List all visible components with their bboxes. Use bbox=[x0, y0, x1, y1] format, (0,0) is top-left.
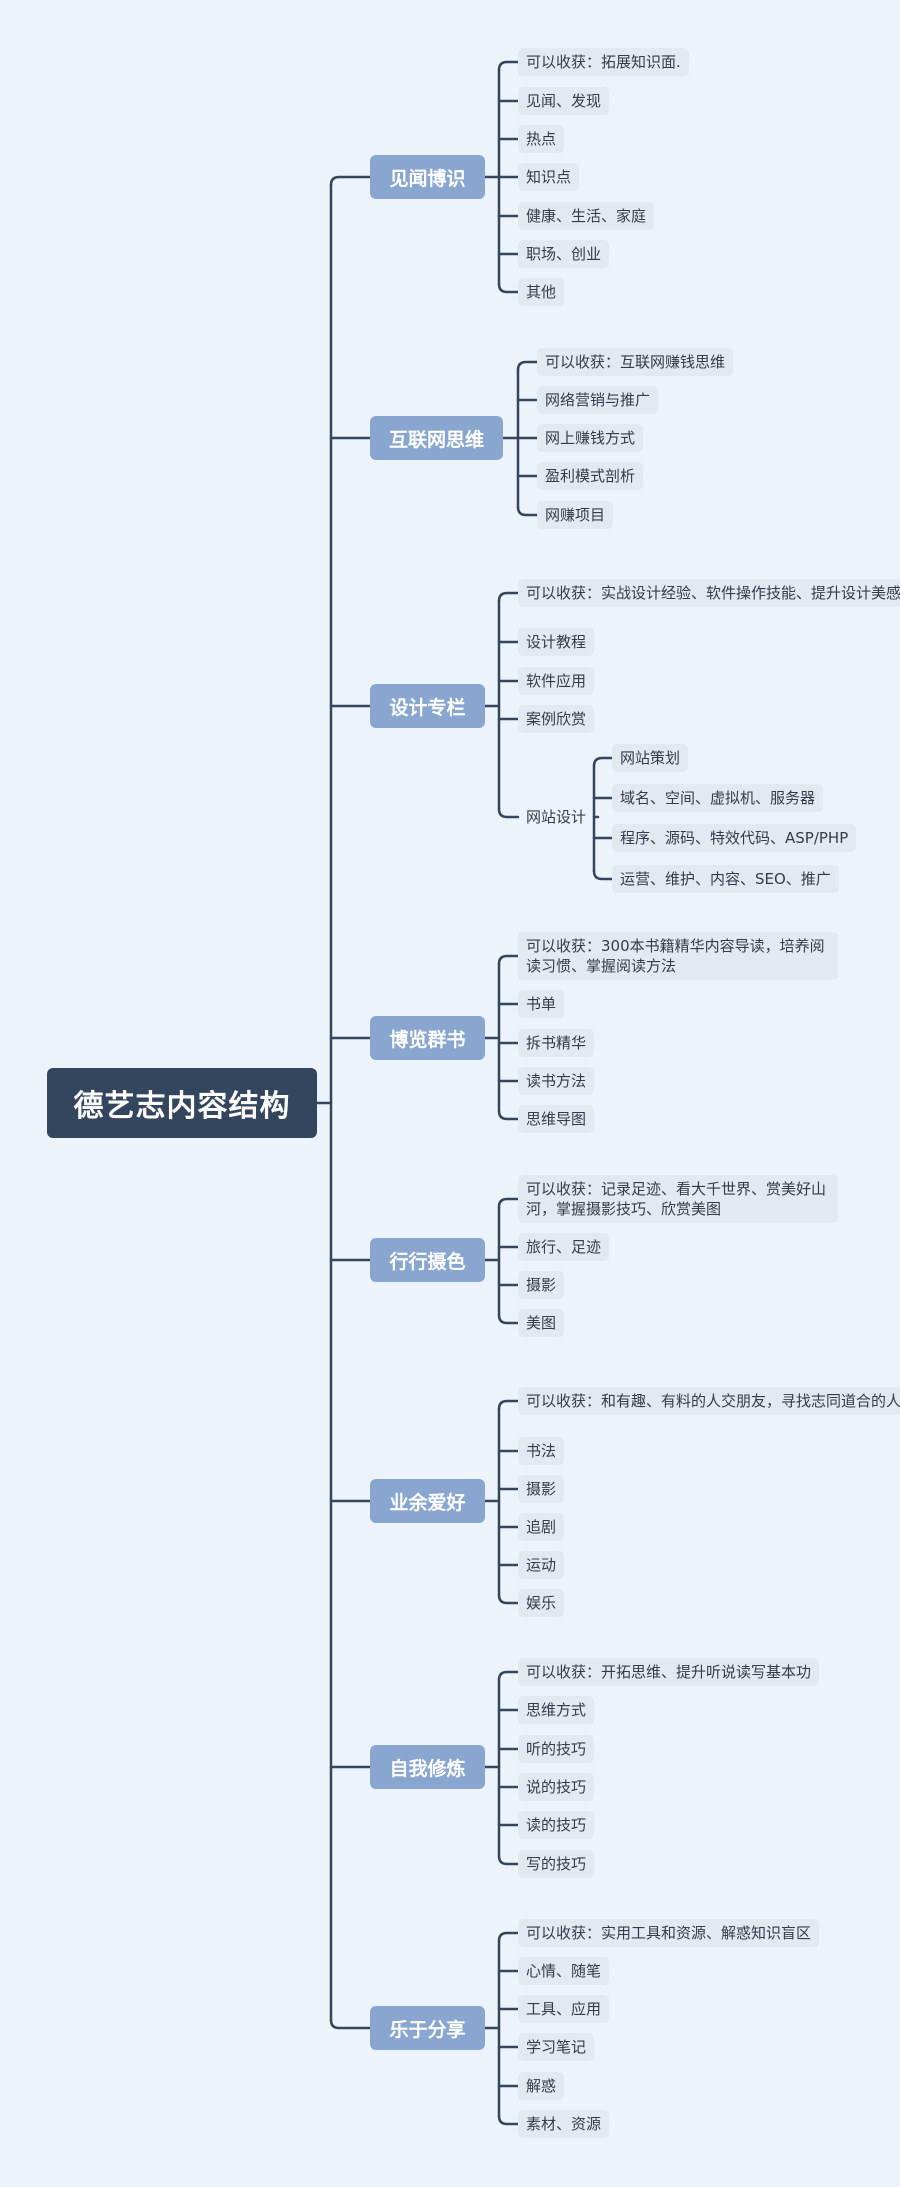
leaf-node[interactable]: 说的技巧 bbox=[518, 1773, 595, 1801]
branch-7-stub-5 bbox=[497, 2114, 520, 2126]
branch-7-stub-0 bbox=[497, 1931, 520, 1943]
leaf-node[interactable]: 素材、资源 bbox=[518, 2110, 610, 2138]
leaf-node[interactable]: 追剧 bbox=[518, 1513, 565, 1541]
branch-3-stub-4 bbox=[497, 1109, 520, 1121]
leaf-node[interactable]: 可以收获：开拓思维、提升听说读写基本功 bbox=[518, 1658, 820, 1686]
leaf-node[interactable]: 可以收获：拓展知识面. bbox=[518, 48, 689, 76]
leaf-node[interactable]: 写的技巧 bbox=[518, 1850, 595, 1878]
leaf-node[interactable]: 学习笔记 bbox=[518, 2033, 595, 2061]
branch-5-stub-5 bbox=[497, 1593, 520, 1605]
leaf-node[interactable]: 工具、应用 bbox=[518, 1995, 610, 2023]
branch-node[interactable]: 互联网思维 bbox=[370, 416, 503, 460]
leaf-node[interactable]: 思维导图 bbox=[518, 1105, 595, 1133]
leaf-node[interactable]: 书法 bbox=[518, 1437, 565, 1465]
leaf-node[interactable]: 摄影 bbox=[518, 1475, 565, 1503]
leaf-node[interactable]: 拆书精华 bbox=[518, 1029, 595, 1057]
branch-node[interactable]: 行行摄色 bbox=[370, 1238, 485, 1282]
leaf-node[interactable]: 网赚项目 bbox=[537, 501, 614, 529]
leaf-node[interactable]: 旅行、足迹 bbox=[518, 1233, 610, 1261]
leaf-node[interactable]: 其他 bbox=[518, 278, 565, 306]
leaf-node[interactable]: 可以收获：记录足迹、看大千世界、赏美好山河，掌握摄影技巧、欣赏美图 bbox=[518, 1175, 838, 1223]
leaf-node[interactable]: 娱乐 bbox=[518, 1589, 565, 1617]
sub-branch-node[interactable]: 网站设计 bbox=[526, 808, 587, 826]
leaf-node[interactable]: 运动 bbox=[518, 1551, 565, 1579]
branch-node[interactable]: 业余爱好 bbox=[370, 1479, 485, 1523]
leaf-node[interactable]: 读书方法 bbox=[518, 1067, 595, 1095]
sub-leaf-node[interactable]: 域名、空间、虚拟机、服务器 bbox=[612, 784, 824, 812]
leaf-node[interactable]: 可以收获：互联网赚钱思维 bbox=[537, 348, 734, 376]
leaf-node[interactable]: 网上赚钱方式 bbox=[537, 424, 644, 452]
branch-node[interactable]: 博览群书 bbox=[370, 1016, 485, 1060]
branch-node[interactable]: 乐于分享 bbox=[370, 2006, 485, 2050]
leaf-node[interactable]: 见闻、发现 bbox=[518, 87, 610, 115]
leaf-node[interactable]: 可以收获：实战设计经验、软件操作技能、提升设计美感； bbox=[518, 579, 900, 607]
branch-1-stub-4 bbox=[516, 505, 539, 517]
leaf-node[interactable]: 摄影 bbox=[518, 1271, 565, 1299]
sub-2-stub-0 bbox=[592, 756, 614, 768]
leaf-node[interactable]: 听的技巧 bbox=[518, 1735, 595, 1763]
leaf-node[interactable]: 健康、生活、家庭 bbox=[518, 202, 655, 230]
leaf-node[interactable]: 软件应用 bbox=[518, 667, 595, 695]
leaf-node[interactable]: 可以收获：和有趣、有料的人交朋友，寻找志同道合的人 bbox=[518, 1387, 900, 1415]
branch-0-stub-0 bbox=[497, 60, 520, 72]
leaf-node[interactable]: 读的技巧 bbox=[518, 1811, 595, 1839]
branch-2-stub-4 bbox=[497, 807, 520, 819]
leaf-node[interactable]: 思维方式 bbox=[518, 1696, 595, 1724]
trunk-stub-7 bbox=[329, 2018, 372, 2030]
branch-1-stub-0 bbox=[516, 360, 539, 372]
branch-4-stub-0 bbox=[497, 1197, 520, 1209]
branch-0-stub-6 bbox=[497, 282, 520, 294]
leaf-node[interactable]: 美图 bbox=[518, 1309, 565, 1337]
leaf-node[interactable]: 设计教程 bbox=[518, 628, 595, 656]
sub-leaf-node[interactable]: 网站策划 bbox=[612, 744, 689, 772]
leaf-node[interactable]: 知识点 bbox=[518, 163, 580, 191]
branch-5-stub-0 bbox=[497, 1399, 520, 1411]
leaf-node[interactable]: 心情、随笔 bbox=[518, 1957, 610, 1985]
branch-3-stub-0 bbox=[497, 954, 520, 966]
leaf-node[interactable]: 可以收获：300本书籍精华内容导读，培养阅读习惯、掌握阅读方法 bbox=[518, 932, 838, 980]
leaf-node[interactable]: 解惑 bbox=[518, 2072, 565, 2100]
branch-4-stub-3 bbox=[497, 1313, 520, 1325]
branch-node[interactable]: 设计专栏 bbox=[370, 684, 485, 728]
leaf-node[interactable]: 职场、创业 bbox=[518, 240, 610, 268]
sub-leaf-node[interactable]: 程序、源码、特效代码、ASP/PHP bbox=[612, 824, 857, 852]
branch-6-stub-5 bbox=[497, 1854, 520, 1866]
leaf-node[interactable]: 网络营销与推广 bbox=[537, 386, 659, 414]
leaf-node[interactable]: 盈利模式剖析 bbox=[537, 462, 644, 490]
trunk-stub-0 bbox=[329, 175, 372, 187]
branch-2-stub-0 bbox=[497, 591, 520, 603]
sub-leaf-node[interactable]: 运营、维护、内容、SEO、推广 bbox=[612, 865, 839, 893]
leaf-node[interactable]: 书单 bbox=[518, 990, 565, 1018]
leaf-node[interactable]: 热点 bbox=[518, 125, 565, 153]
root-node[interactable]: 德艺志内容结构 bbox=[47, 1068, 317, 1138]
leaf-node[interactable]: 案例欣赏 bbox=[518, 705, 595, 733]
sub-2-stub-3 bbox=[592, 869, 614, 881]
branch-node[interactable]: 见闻博识 bbox=[370, 155, 485, 199]
branch-6-stub-0 bbox=[497, 1670, 520, 1682]
leaf-node[interactable]: 可以收获：实用工具和资源、解惑知识盲区 bbox=[518, 1919, 820, 1947]
branch-node[interactable]: 自我修炼 bbox=[370, 1745, 485, 1789]
